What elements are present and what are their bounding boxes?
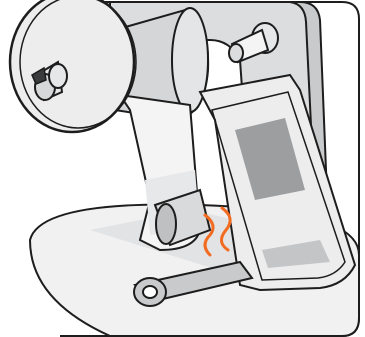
supply-disk xyxy=(10,0,136,132)
